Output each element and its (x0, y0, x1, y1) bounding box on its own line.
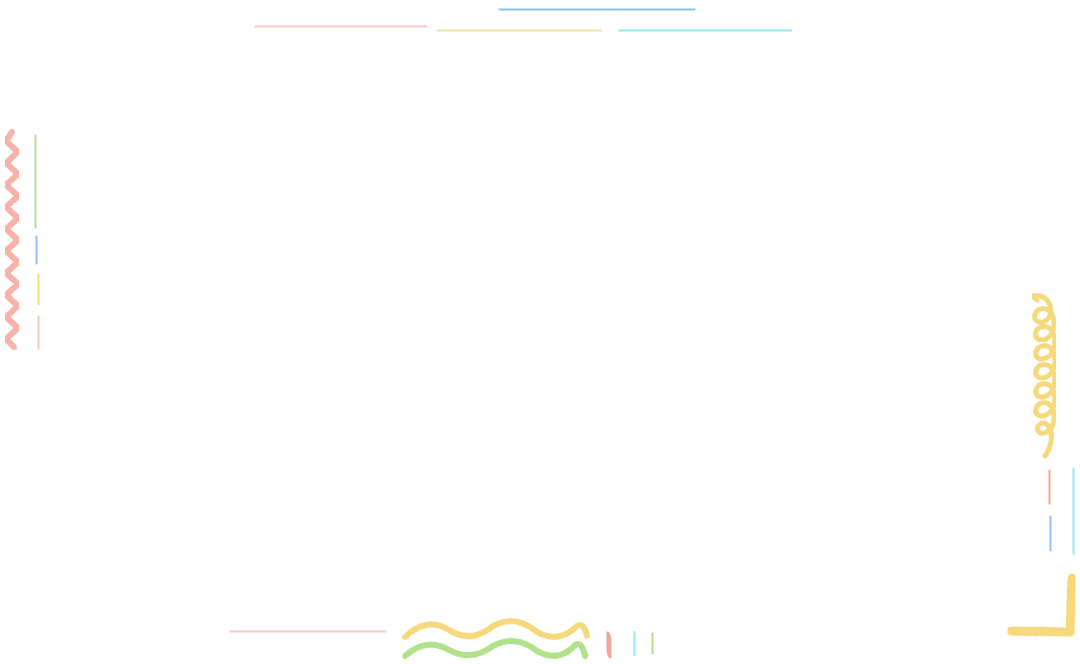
top-cyan-stroke (618, 25, 793, 36)
right-cyan-stroke (1069, 468, 1078, 555)
right-yellow-loops (1030, 293, 1058, 459)
top-stroke-cluster (254, 3, 941, 36)
left-pink-zigzag (3, 129, 21, 350)
right-stroke-cluster (1006, 293, 1078, 637)
right-yellow-corner (1006, 573, 1077, 637)
right-salmon-dash (1045, 469, 1054, 505)
top-pink-stroke (254, 22, 428, 31)
bottom-green-dash (649, 632, 656, 655)
left-stroke-cluster (3, 129, 43, 350)
bottom-yellow-wave (402, 618, 590, 640)
bottom-green-wave (402, 638, 588, 659)
bottom-pink-stroke (229, 627, 387, 636)
left-green-stroke (31, 134, 40, 229)
bottom-cyan-dash (631, 631, 638, 656)
top-blue-stroke (498, 5, 696, 14)
bottom-stroke-cluster (229, 618, 785, 659)
bottom-salmon-dash (603, 631, 615, 659)
left-yellow-dash (35, 274, 42, 305)
top-pale-yellow-stroke (437, 26, 602, 35)
left-pink-dash (34, 315, 43, 350)
left-blue-dash (32, 235, 41, 265)
right-blue-dash (1046, 515, 1055, 552)
